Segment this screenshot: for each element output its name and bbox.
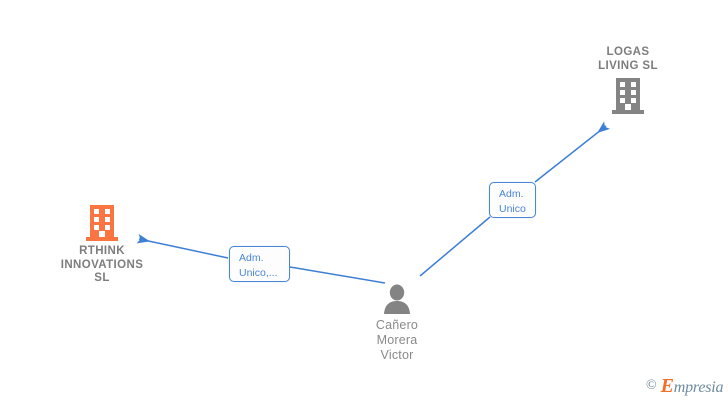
edge-segment-person-to-label [419,216,491,277]
empresia-watermark: © Empresia [646,376,724,396]
node-label-logas: LOGAS LIVING SL [598,46,658,72]
edge-segment-person-to-label [289,266,386,284]
node-company-rthink[interactable]: RTHINK INNOVATIONS SL [42,204,162,286]
brand-initial: E [660,375,674,397]
node-company-logas[interactable]: LOGAS LIVING SL [568,46,688,115]
node-label-person: Cañero Morera Victor [375,318,419,362]
edge-label-person-to-rthink[interactable]: Adm. Unico,... [229,246,290,282]
building-icon [86,205,118,241]
person-icon [384,284,410,314]
edge-segment-label-to-logas [534,121,611,183]
edge-person-to-rthink[interactable] [136,234,386,284]
edge-segment-label-to-rthink [136,234,229,259]
copyright-icon: © [646,378,657,393]
node-label-rthink: RTHINK INNOVATIONS SL [60,245,144,284]
brand-rest: mpresia [673,379,724,396]
edge-person-to-logas[interactable] [419,121,611,277]
node-person-canero-morera-victor[interactable]: Cañero Morera Victor [342,284,452,363]
brand-logo-text: Empresia [661,376,724,396]
edge-label-person-to-logas[interactable]: Adm. Unico [489,182,536,218]
building-icon [612,78,644,114]
